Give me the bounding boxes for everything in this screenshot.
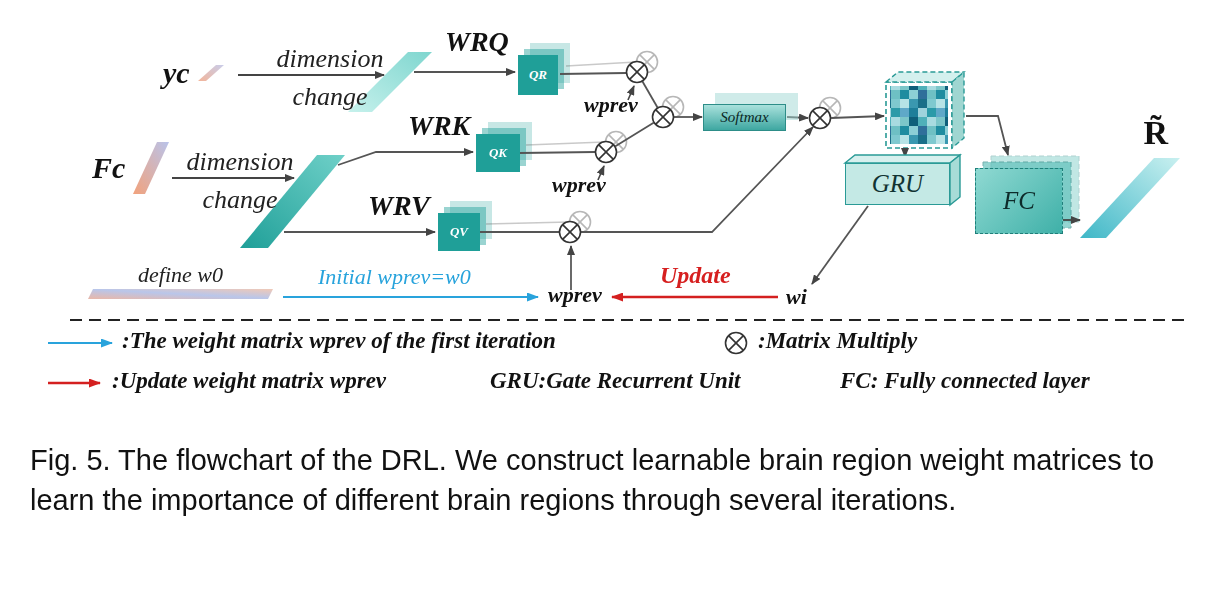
gru-box: GRU — [845, 163, 950, 205]
box-label: FC — [1003, 187, 1035, 215]
annotation: Initial wprev=w0 — [318, 264, 471, 289]
legend-text: :Matrix Multiply — [758, 328, 917, 354]
query-box: QR — [518, 55, 558, 95]
vector-bar — [131, 140, 171, 196]
figure-caption: Fig. 5. The flowchart of the DRL. We con… — [30, 440, 1200, 520]
box-label: QR — [529, 67, 547, 83]
vector-bar — [88, 288, 273, 300]
vector-bar — [1080, 152, 1180, 240]
legend-text: FC: Fully connected layer — [840, 368, 1090, 394]
weight-label: wprev — [584, 92, 638, 117]
vector-label: define w0 — [138, 262, 223, 288]
legend-text: :The weight matrix wprev of the first it… — [122, 328, 556, 354]
box-label: Softmax — [720, 109, 768, 126]
weight-init-bar: define w0 — [88, 262, 273, 300]
softmax-box: Softmax — [703, 104, 786, 131]
connector-arrow — [1063, 219, 1080, 221]
weight-matrix-label: WRQ — [445, 26, 509, 58]
input-vector: yc — [163, 56, 226, 90]
fc-box: FC — [975, 168, 1063, 234]
output-vector: R̃ — [1080, 114, 1180, 240]
weight-label: wi — [786, 284, 807, 309]
operation-label: dimension change — [165, 143, 315, 219]
vector-bar — [196, 63, 226, 83]
box-label: QV — [450, 224, 468, 240]
weight-label: wprev — [548, 282, 602, 307]
box-label: QK — [489, 145, 507, 161]
legend-text: GRU:Gate Recurrent Unit — [490, 368, 740, 394]
feature-map: Fc — [92, 140, 171, 196]
weight-matrix-label: WRV — [368, 190, 430, 222]
key-box: QK — [476, 134, 520, 172]
box-label: GRU — [872, 170, 923, 198]
operation-label: dimension change — [255, 40, 405, 116]
weight-matrix-label: WRK — [408, 110, 470, 142]
value-box: QV — [438, 213, 480, 251]
vector-label: yc — [163, 56, 190, 90]
weight-label: wprev — [552, 172, 606, 197]
vector-label: R̃ — [1143, 114, 1180, 152]
vector-label: Fc — [92, 151, 125, 185]
legend-text: :Update weight matrix wprev — [112, 368, 386, 394]
annotation: Update — [660, 262, 731, 290]
